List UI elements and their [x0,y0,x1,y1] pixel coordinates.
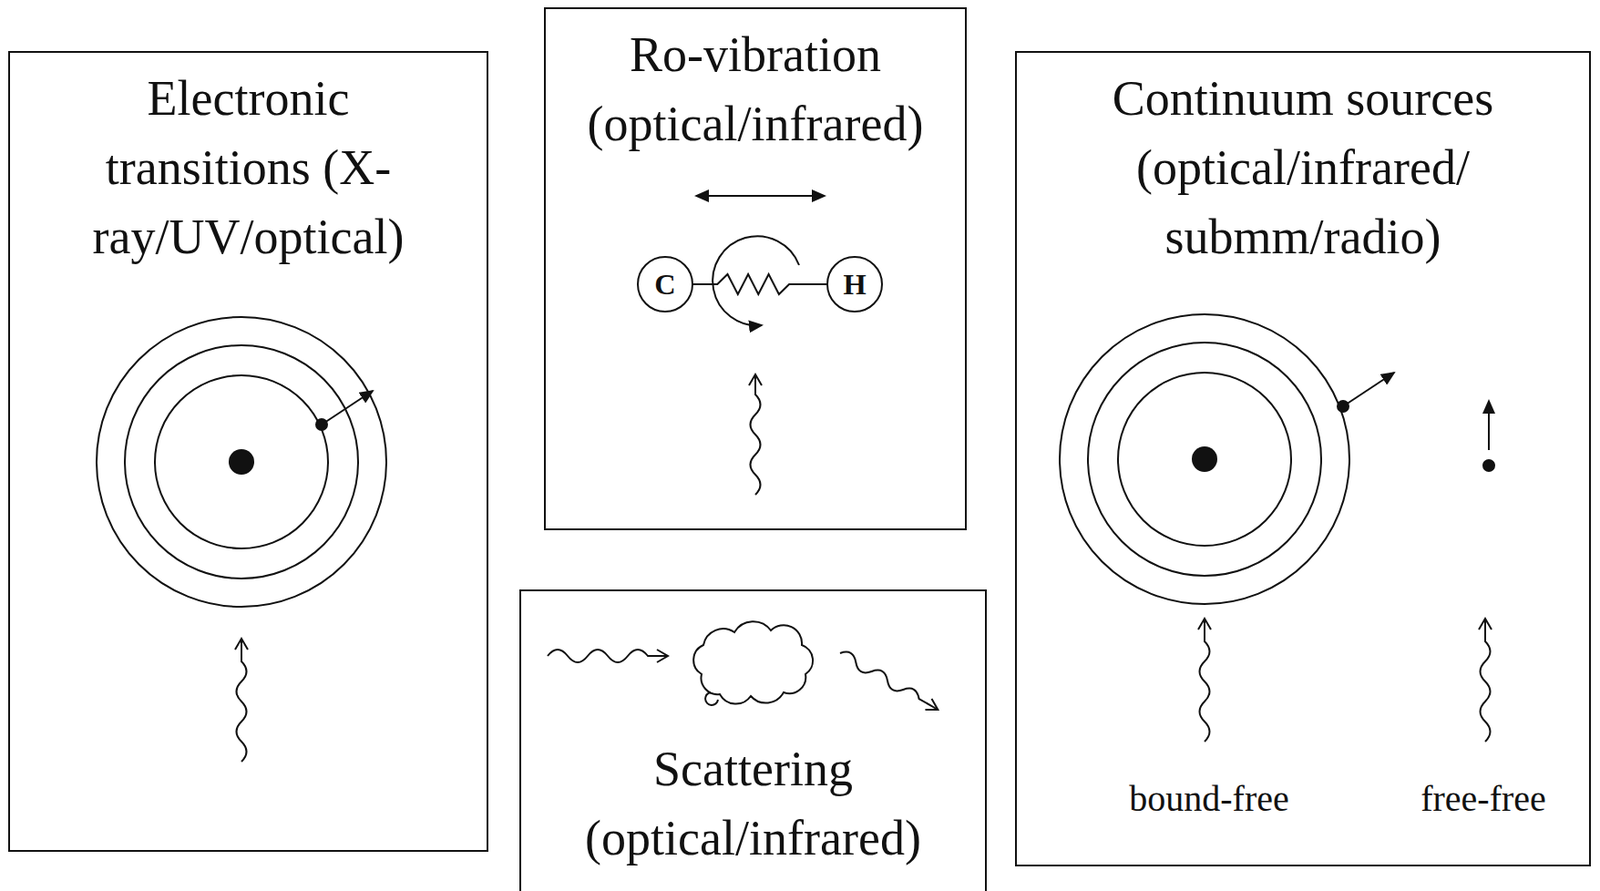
cloud-puff [705,692,718,706]
atom-circle: H [826,256,883,313]
photon-arrowhead [1478,618,1492,630]
atom-symbol: H [828,257,882,311]
atom-orbit [1087,342,1322,576]
photon-arrowhead [748,374,762,386]
photon-wave [750,374,761,495]
bond-spring [693,274,827,295]
electron-arrow [1343,372,1395,407]
scattering-cloud [693,621,813,704]
photon-wave [1200,619,1211,742]
panel-box: Continuum sources (optical/infrared/ sub… [1015,51,1591,867]
electron [1482,459,1496,472]
panel-box: Ro-vibration (optical/infrared) C H [543,7,967,531]
process-label: free-free [1420,777,1547,821]
incident-wave [547,649,667,663]
panel-box: Electronic transitions (X-ray/UV/optical… [8,51,489,852]
atom-circle: C [636,256,694,313]
panel-title: Continuum sources (optical/infrared/ sub… [1102,63,1504,272]
electron [1336,400,1350,413]
scattered-wave [837,648,941,715]
vibration-arrow [696,194,825,197]
atom-symbol: C [638,257,692,311]
photon-wave [1480,619,1491,742]
photon-arrowhead [1198,618,1211,630]
electron-arrow [1487,400,1490,451]
panel-title: Scattering (optical/infrared) [562,734,945,873]
atom-orbit [154,375,329,549]
panel-title: Ro-vibration (optical/infrared) [564,20,947,159]
photon-arrowhead [235,638,248,650]
nucleus [228,449,255,475]
panel-box: Scattering (optical/infrared) [519,589,987,891]
atom-orbit [96,317,387,607]
atom-orbit [1059,314,1350,605]
atom-orbit [124,345,359,579]
process-label: bound-free [1128,777,1289,821]
photon-wave [236,639,247,762]
nucleus [1191,446,1218,472]
electron-arrow [321,390,373,425]
wave-arrowhead [924,698,941,716]
wave-arrowhead [656,649,668,663]
electron [315,418,329,431]
panel-title: Electronic transitions (X-ray/UV/optical… [48,63,450,272]
rotation-arrow [712,235,800,326]
atom-orbit [1117,372,1292,546]
